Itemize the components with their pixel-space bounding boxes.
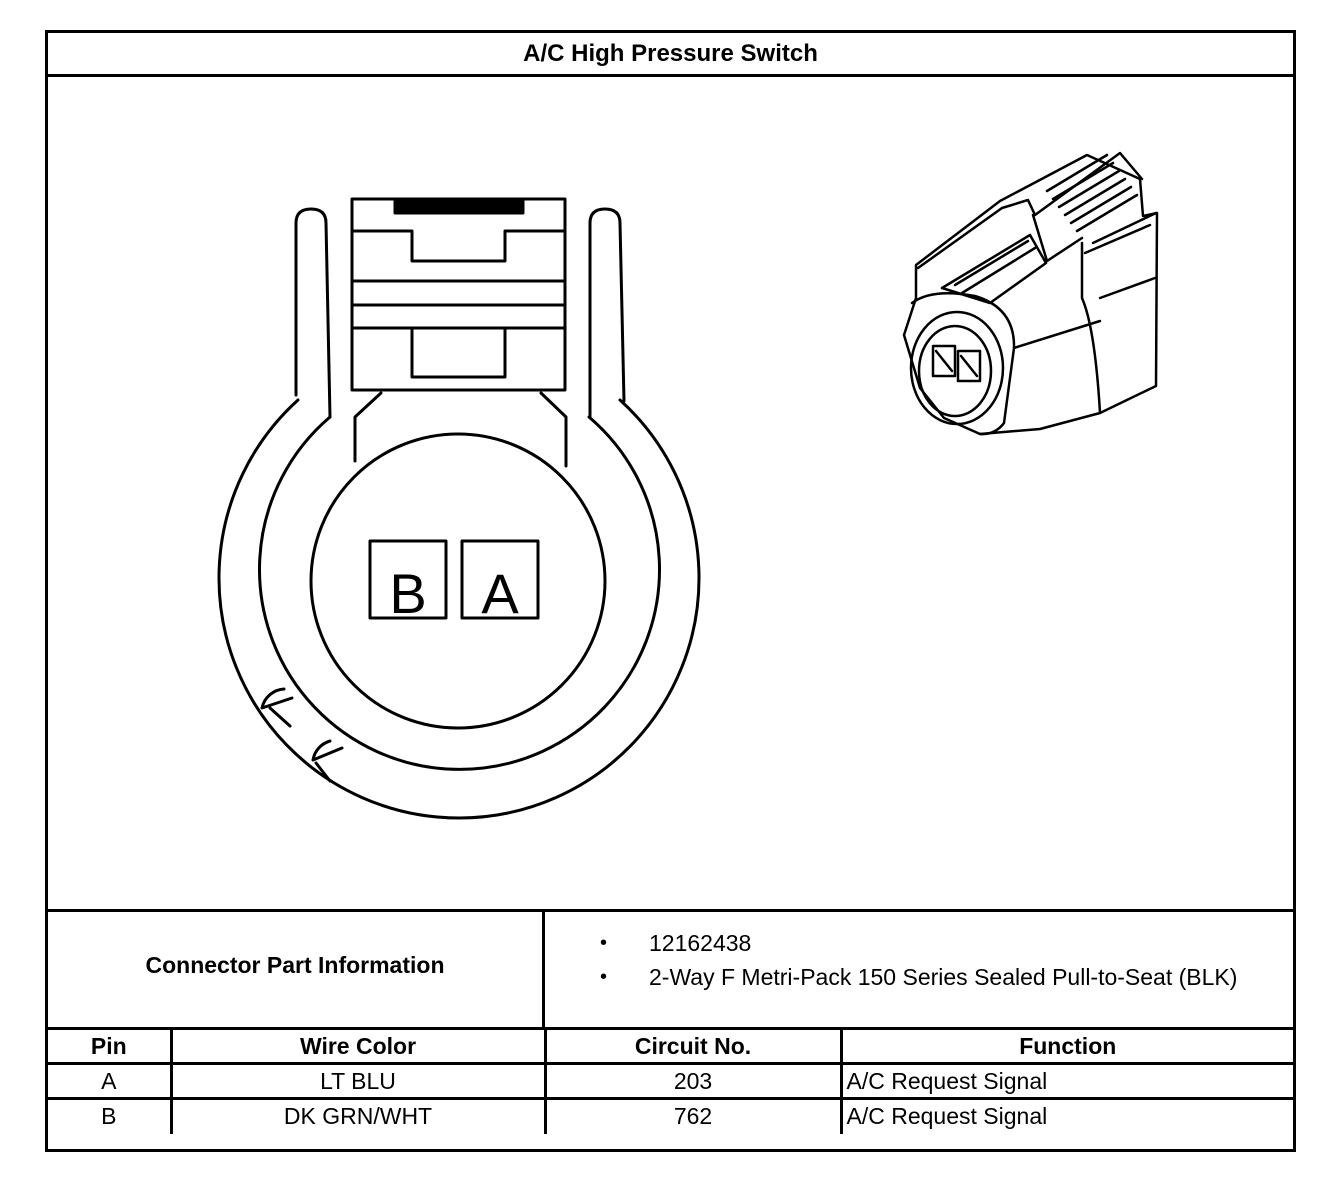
- iso-latch-plate: [940, 233, 1048, 305]
- cell-circuit: 762: [543, 1097, 843, 1134]
- lock-tab: [393, 197, 525, 215]
- bullet-icon: •: [600, 932, 608, 954]
- cell-function: A/C Request Signal: [839, 1097, 1293, 1134]
- housing-inner-frame-top: [350, 229, 567, 263]
- connector-description: 2-Way F Metri-Pack 150 Series Sealed Pul…: [649, 964, 1238, 990]
- connector-sheet: A/C High Pressure Switch: [45, 30, 1296, 1152]
- diagram-title: A/C High Pressure Switch: [48, 33, 1293, 77]
- cell-wire-color: LT BLU: [169, 1062, 547, 1100]
- connector-info-item: • 2-Way F Metri-Pack 150 Series Sealed P…: [545, 960, 1293, 994]
- cell-pin: A: [48, 1062, 173, 1100]
- iso-front-face-inner: [917, 324, 993, 418]
- cell-wire-color: DK GRN/WHT: [169, 1097, 547, 1134]
- pin-cavity-b: [368, 539, 448, 620]
- iso-bottom-edge: [1012, 319, 1102, 350]
- iso-pin-marks: [934, 349, 979, 378]
- part-number: 12162438: [649, 930, 752, 956]
- connector-figure: B A: [48, 77, 1293, 909]
- connector-face-view: [217, 197, 701, 820]
- header-function: Function: [839, 1027, 1293, 1065]
- key-mark-1: [260, 687, 294, 710]
- latch-ring-inner: [258, 415, 661, 771]
- connector-info-list: • 12162438 • 2-Way F Metri-Pack 150 Seri…: [545, 926, 1293, 994]
- key-mark-2-base: [314, 761, 332, 783]
- right-latch-arm: [588, 207, 626, 419]
- bullet-icon: •: [600, 966, 608, 988]
- iso-side-body: [1080, 211, 1158, 415]
- left-latch-arm: [294, 207, 332, 419]
- latch-ring-outer: [217, 398, 701, 820]
- header-wire-color: Wire Color: [169, 1027, 547, 1065]
- header-pin: Pin: [48, 1027, 173, 1065]
- connector-drawing: B A: [217, 151, 1159, 820]
- pin-table: Pin Wire Color Circuit No. Function A LT…: [48, 1027, 1293, 1134]
- table-row: B DK GRN/WHT 762 A/C Request Signal: [48, 1097, 1293, 1134]
- housing-block: [350, 197, 567, 392]
- connector-info-item: • 12162438: [545, 926, 1293, 960]
- pin-label-b: B: [389, 562, 426, 625]
- iso-front-rim: [910, 291, 1016, 436]
- key-mark-2: [311, 739, 344, 762]
- iso-top-ridge: [916, 151, 1144, 270]
- header-circuit: Circuit No.: [543, 1027, 843, 1065]
- cell-function: A/C Request Signal: [839, 1062, 1293, 1100]
- housing-neck: [353, 391, 568, 468]
- housing-inner-frame-bottom: [410, 326, 507, 379]
- pin-label-a: A: [481, 562, 519, 625]
- connector-3d-view: [902, 151, 1159, 436]
- cell-circuit: 203: [543, 1062, 843, 1100]
- connector-info-label: Connector Part Information: [48, 912, 545, 1027]
- cell-pin: B: [48, 1097, 173, 1134]
- pin-cavity-a: [460, 539, 540, 620]
- pin-labels: B A: [389, 562, 519, 625]
- table-row: A LT BLU 203 A/C Request Signal: [48, 1062, 1293, 1100]
- connector-face-circle: [309, 432, 607, 730]
- key-mark-1-base: [268, 706, 292, 728]
- connector-info-row: Connector Part Information • 12162438 • …: [48, 909, 1293, 1027]
- iso-front-face: [909, 310, 1005, 426]
- pin-table-header: Pin Wire Color Circuit No. Function: [48, 1027, 1293, 1065]
- iso-lock-ribs: [1045, 153, 1139, 233]
